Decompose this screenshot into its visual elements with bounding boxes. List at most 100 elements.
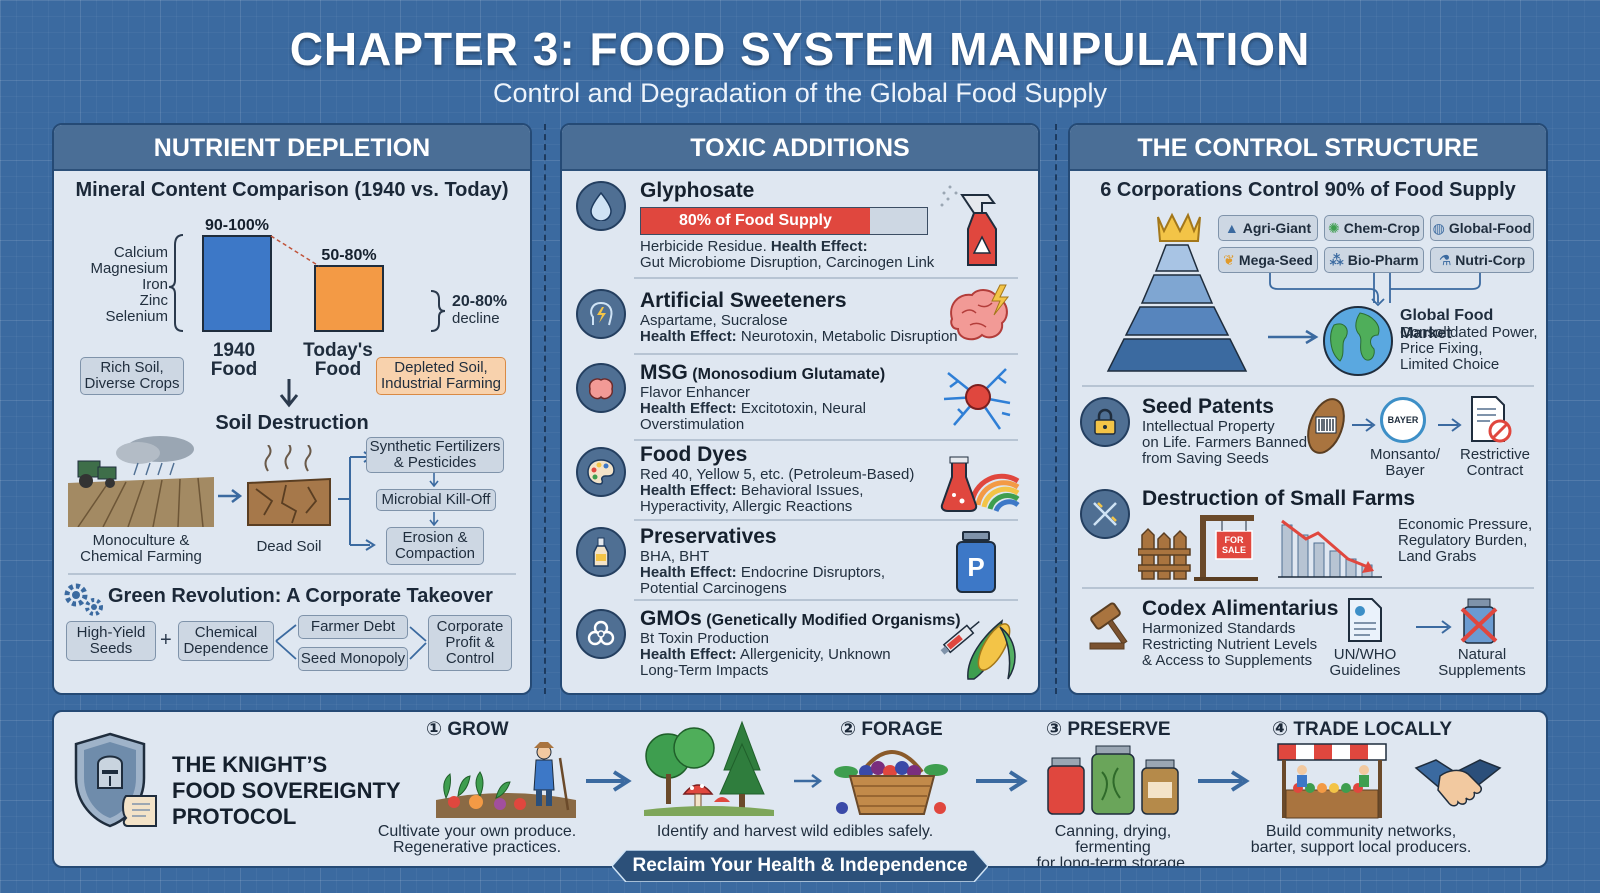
health-effect-label: Health Effect: — [770, 238, 868, 255]
desc-text: Long-Term Impacts — [640, 662, 769, 679]
down-small-arrow-icon — [429, 473, 439, 487]
corp-name: Bio-Pharm — [1347, 252, 1419, 268]
seed-patents-title: Seed Patents — [1142, 395, 1274, 418]
corp-nutri-corp: ⚗Nutri-Corp — [1430, 247, 1534, 273]
market-desc: Consolidated Power, Price Fixing, Limite… — [1400, 325, 1540, 373]
down-arrow-icon — [279, 379, 299, 408]
label-line: Natural — [1457, 646, 1507, 663]
bar-value-label: 50-80% — [321, 247, 376, 264]
fence-sale-icon: FOR SALE — [1138, 515, 1258, 581]
berry-basket-icon — [834, 750, 948, 815]
molecule-icon: ⁂ — [1329, 251, 1344, 268]
codex-title: Codex Alimentarius — [1142, 597, 1339, 620]
corp-bio-pharm: ⁂Bio-Pharm — [1324, 247, 1424, 273]
seed-monopoly-tag: Seed Monopoly — [298, 647, 408, 671]
tag-line: Diverse Crops — [84, 375, 180, 392]
gmos-desc: Bt Toxin Production Health Effect: Aller… — [640, 631, 940, 679]
brain-icon — [576, 363, 626, 413]
step-text-line: barter, support local producers. — [1250, 839, 1472, 856]
item-divider — [634, 439, 1018, 441]
protocol-title: THE KNIGHT’S FOOD SOVEREIGNTY PROTOCOL — [172, 752, 401, 830]
mineral-item: Iron — [142, 276, 168, 293]
corp-mega-seed: ❦Mega-Seed — [1218, 247, 1318, 273]
label-line: Monoculture & — [92, 532, 190, 549]
mineral-item: Calcium — [113, 244, 168, 261]
brain-lightning-icon — [950, 284, 1010, 341]
control-structure-panel: THE CONTROL STRUCTURE 6 Corporations Con… — [1068, 123, 1548, 695]
category-line: Food — [210, 359, 258, 380]
toxic-additions-heading: TOXIC ADDITIONS — [562, 125, 1038, 171]
bottle-icon — [576, 527, 626, 577]
label-line: Contract — [1466, 462, 1524, 479]
category-line: Food — [314, 359, 362, 380]
desc-text: Economic Pressure, — [1398, 516, 1533, 533]
barcode-seed-icon — [1307, 398, 1345, 454]
market-title: Global Food Market — [1400, 307, 1494, 342]
effect-line: Erosion & — [402, 529, 468, 546]
sweeteners-desc: Aspartame, Sucralose Health Effect: Neur… — [640, 313, 960, 345]
effect-line: & Pesticides — [393, 454, 477, 471]
water-drop-icon — [576, 181, 626, 231]
page-title: CHAPTER 3: FOOD SYSTEM MANIPULATION — [289, 23, 1311, 75]
handshake-icon — [1414, 759, 1502, 807]
step-trade-text: Build community networks, barter, suppor… — [1236, 824, 1486, 856]
garden-farmer-icon — [436, 742, 576, 818]
gmos-title-main: GMOs — [640, 607, 702, 630]
tag-line: Dependence — [183, 640, 269, 657]
tag-line: Depleted Soil, — [394, 359, 488, 376]
desc-text: Neurotoxin, Metabolic Disruption — [736, 328, 958, 345]
seed-patents-desc: Intellectual Property on Life. Farmers B… — [1142, 419, 1312, 467]
protocol-title-line: PROTOCOL — [172, 804, 297, 829]
triangle-icon: ▲ — [1224, 220, 1239, 236]
effect-line: Synthetic Fertilizers — [369, 438, 501, 455]
monoculture-label: Monoculture & Chemical Farming — [68, 533, 214, 565]
arrow-right-icon — [1438, 418, 1462, 432]
item-divider — [1082, 587, 1534, 589]
desc-text: Overstimulation — [640, 416, 745, 433]
mineral-item: Magnesium — [90, 260, 168, 277]
corp-name: Mega-Seed — [1238, 252, 1313, 268]
bayer-logo-text: BAYER — [1387, 415, 1419, 425]
health-effect-label: Health Effect: — [640, 328, 737, 345]
flow-small-arrow-icon — [794, 774, 823, 788]
item-divider — [634, 519, 1018, 521]
farmer-debt-tag: Farmer Debt — [298, 615, 408, 639]
gavel-icon — [1089, 602, 1128, 650]
step-preserve-text: Canning, drying, fermenting for long-ter… — [1018, 824, 1208, 867]
tag-line: Corporate — [436, 618, 504, 635]
column-divider — [1055, 124, 1057, 694]
item-divider — [1082, 385, 1534, 387]
corp-name: Global-Food — [1448, 220, 1532, 236]
merge-arrows-icon — [409, 626, 427, 660]
desc-text: on Life. Farmers Banned — [1142, 434, 1308, 451]
reclaim-banner-text: Reclaim Your Health & Independence — [632, 855, 968, 876]
restrictive-label: Restrictive Contract — [1450, 447, 1540, 479]
decline-trend-line — [270, 235, 320, 267]
desc-text: Limited Choice — [1400, 356, 1500, 373]
page-subtitle: Control and Degradation of the Global Fo… — [493, 78, 1107, 108]
flow-arrow-icon — [976, 770, 1028, 792]
depleted-soil-tag: Depleted Soil, Industrial Farming — [376, 357, 506, 395]
jar-letter: P — [956, 541, 996, 593]
plus-sign: + — [160, 629, 172, 651]
arrow-right-icon — [1416, 620, 1452, 634]
decline-word: decline — [452, 310, 500, 327]
effect-fertilizers: Synthetic Fertilizers & Pesticides — [366, 437, 504, 473]
step-trade-title: ④ TRADE LOCALLY — [1272, 719, 1453, 740]
corp-global-food: ◍Global-Food — [1430, 215, 1534, 241]
bar-category-label: Today's Food — [296, 341, 380, 379]
bar-today — [314, 265, 384, 332]
step-grow-title: ① GROW — [426, 719, 509, 740]
label-line: Bayer — [1385, 462, 1425, 479]
msg-title-small: (Monosodium Glutamate) — [687, 366, 886, 383]
label-line: UN/WHO — [1333, 646, 1397, 663]
spray-bottle-icon — [940, 185, 997, 266]
item-divider — [634, 599, 1018, 601]
tag-line: High-Yield — [76, 624, 146, 641]
mineral-item: Selenium — [105, 308, 168, 325]
nutrient-depletion-panel: NUTRIENT DEPLETION Mineral Content Compa… — [52, 123, 532, 695]
sweeteners-title: Artificial Sweeteners — [640, 289, 847, 312]
bayer-logo: BAYER — [1380, 397, 1426, 443]
biohazard-icon — [576, 609, 626, 659]
small-farms-title: Destruction of Small Farms — [1142, 487, 1416, 510]
